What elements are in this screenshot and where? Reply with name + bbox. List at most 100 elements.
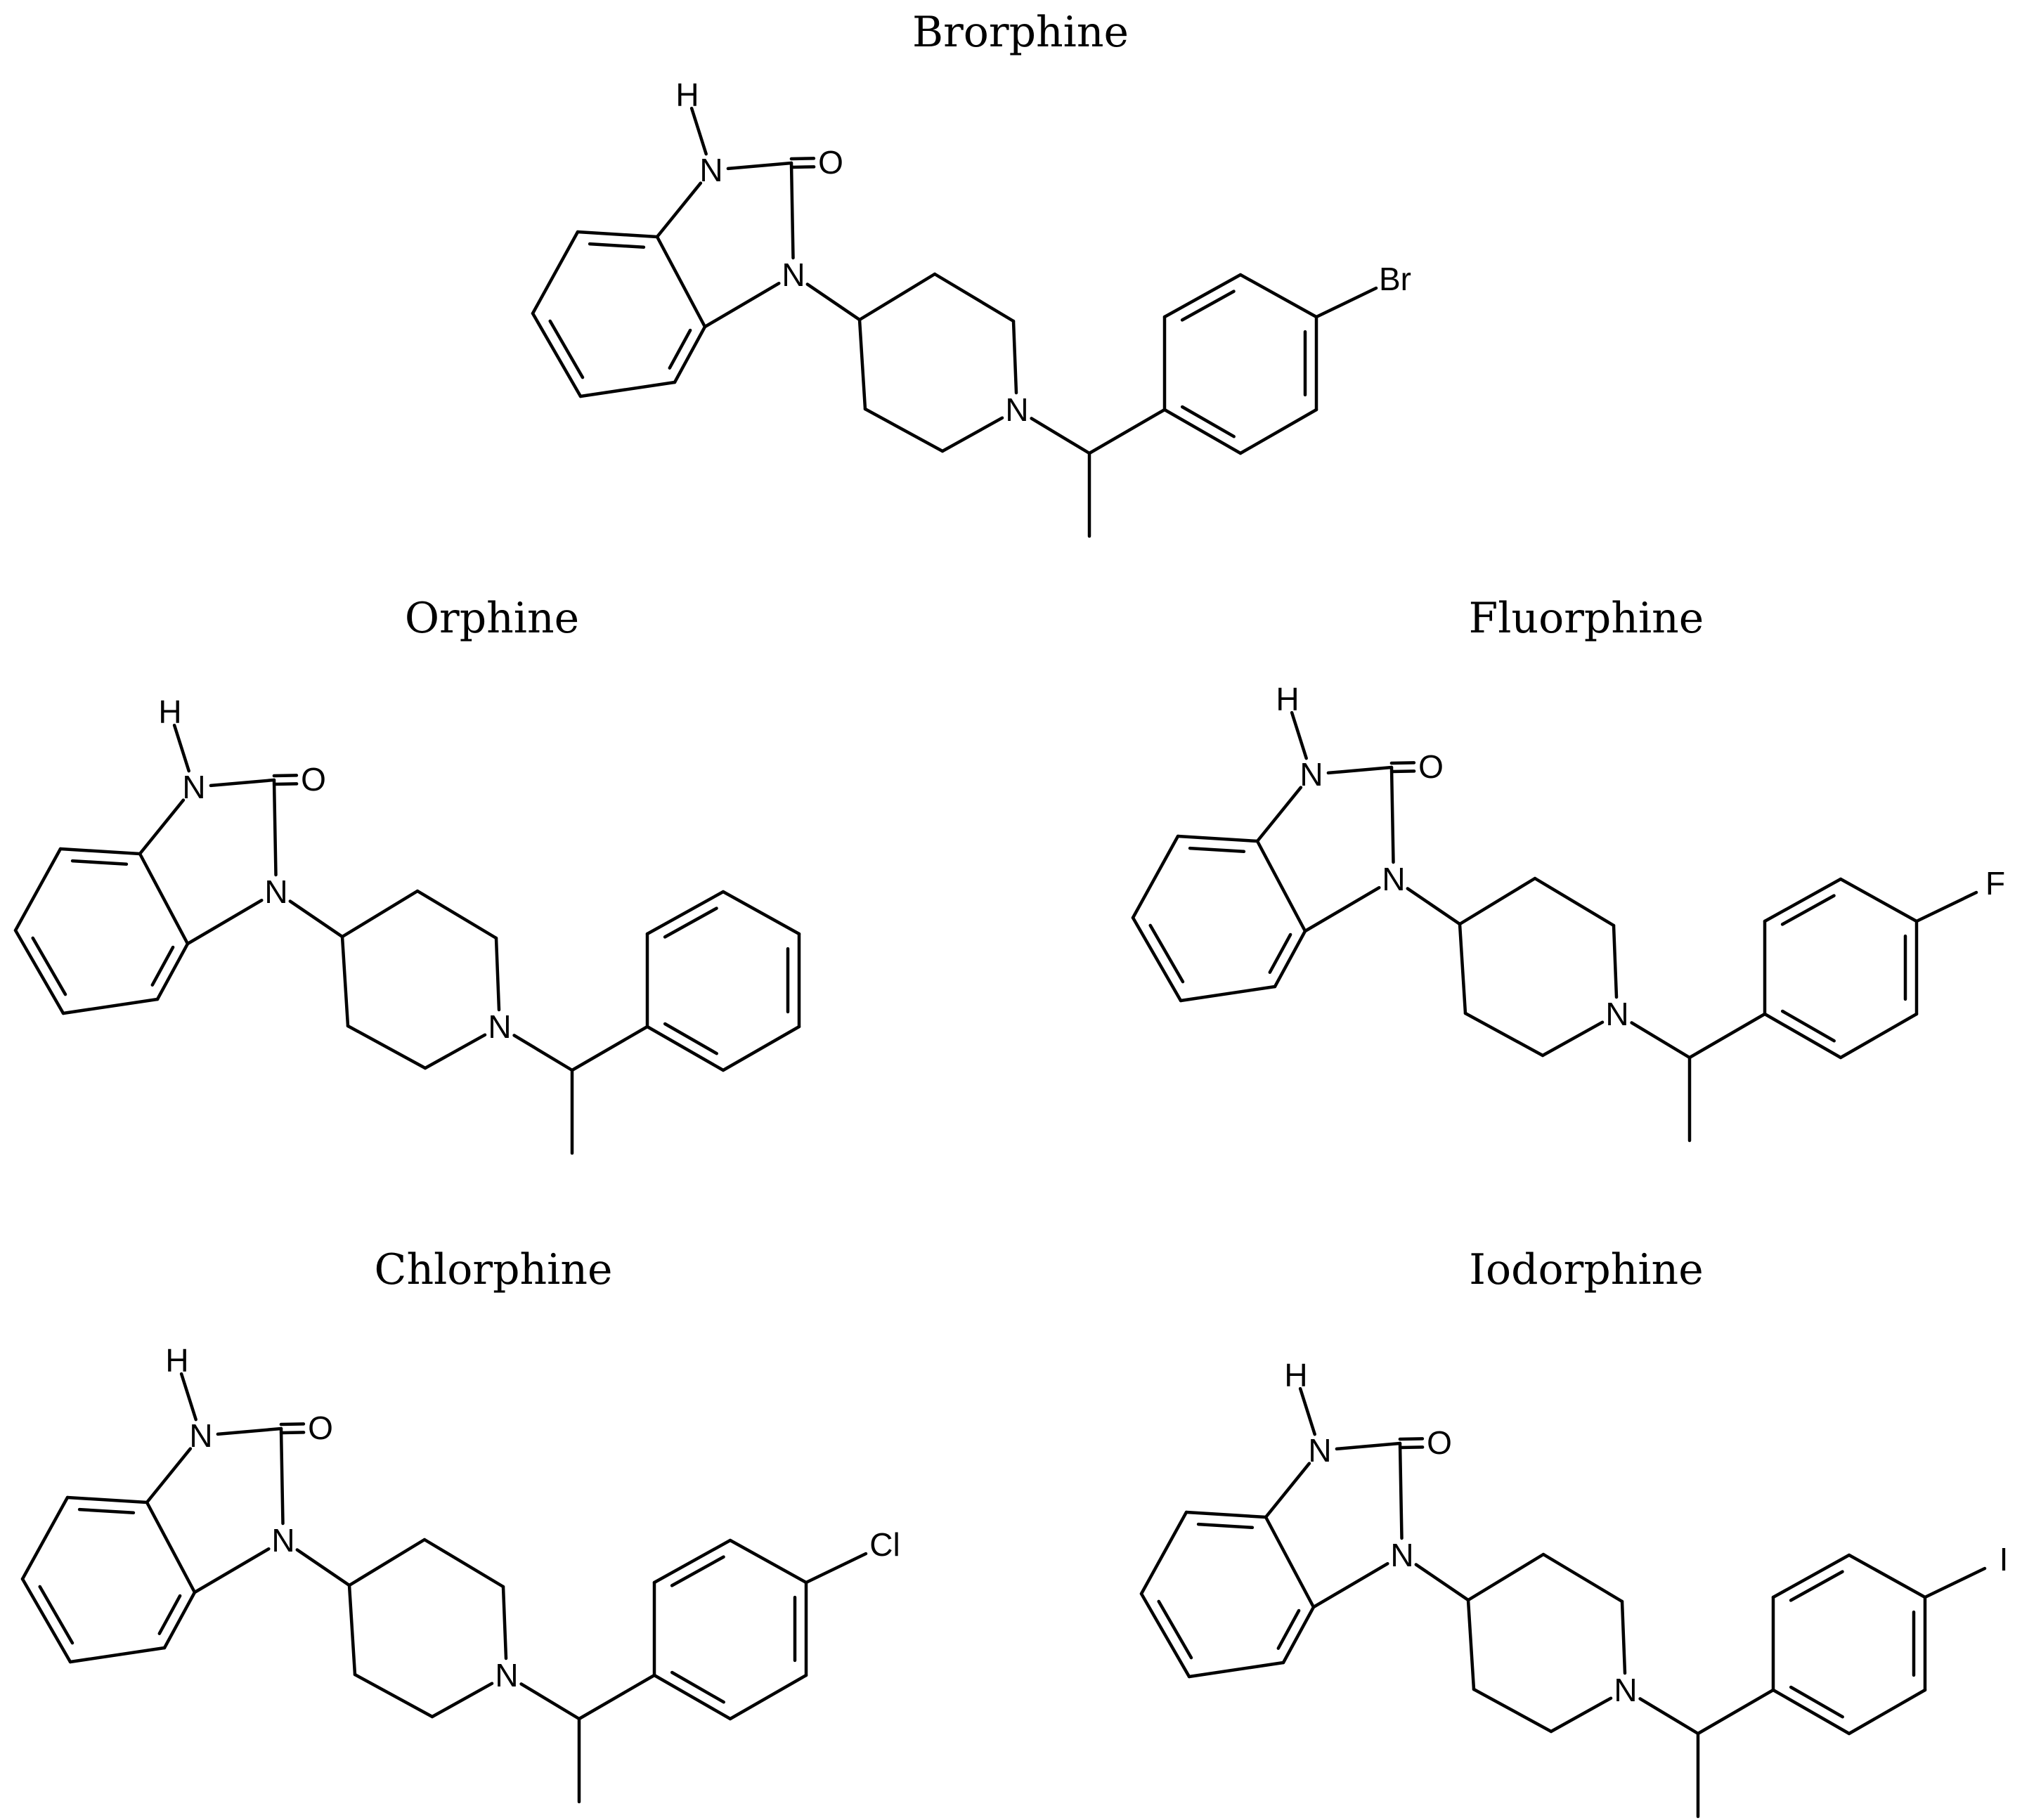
atom-label-n1: N: [1308, 1432, 1331, 1469]
bond-line: [726, 161, 793, 171]
bond-line: [216, 1426, 283, 1436]
bond-line: [933, 272, 1016, 323]
carbonyl-bond-line: [1389, 769, 1416, 774]
bond-line: [13, 847, 63, 932]
bond-line: [172, 723, 190, 773]
bond-line: [721, 890, 801, 936]
bond-line: [1763, 877, 1843, 923]
bond-line: [703, 281, 781, 329]
bond-line: [1398, 1441, 1404, 1540]
bond-line: [155, 942, 190, 1001]
bond-line: [578, 380, 677, 398]
bond-line: [1763, 1012, 1843, 1060]
bond-line: [1255, 786, 1303, 843]
bond-line: [1176, 834, 1259, 843]
aromatic-inner-bond: [1789, 1570, 1844, 1602]
bond-line: [1264, 1462, 1311, 1519]
bond-line: [193, 1547, 271, 1594]
bond-line: [1131, 916, 1183, 1003]
aromatic-inner-bond: [588, 242, 646, 249]
atom-label-n3: N: [264, 873, 287, 910]
aromatic-inner-bond: [1780, 894, 1836, 926]
bond-line: [1638, 1697, 1700, 1736]
bond-line: [1290, 710, 1308, 760]
atom-label-n3: N: [1390, 1537, 1413, 1573]
bond-line: [279, 1426, 285, 1526]
bond-line: [1238, 273, 1318, 319]
bond-line: [531, 311, 583, 398]
atom-label-h: H: [158, 694, 181, 730]
bond-line: [179, 1372, 197, 1422]
bond-line: [415, 889, 498, 940]
bond-line: [58, 847, 142, 856]
bond-line: [1687, 1012, 1767, 1060]
bond-line: [1847, 1688, 1927, 1736]
bond-line: [857, 272, 937, 322]
bond-line: [65, 1495, 149, 1504]
atom-label-sub: Cl: [869, 1526, 900, 1563]
aromatic-inner-bond: [1188, 846, 1246, 854]
bond-line: [652, 1673, 732, 1721]
bond-line: [1139, 1592, 1191, 1679]
bond-line: [1533, 876, 1616, 928]
bond-line: [1839, 1012, 1919, 1060]
bond-line: [652, 1538, 732, 1585]
molecule-title-fluorphine: Fluorphine: [1469, 594, 1704, 643]
atom-label-npip: N: [495, 1657, 518, 1694]
bond-line: [1131, 834, 1180, 920]
bond-line: [1087, 408, 1167, 455]
atom-label-o: O: [818, 144, 843, 181]
bond-line: [576, 230, 659, 239]
bond-line: [721, 1025, 801, 1072]
aromatic-inner-bond: [1268, 932, 1292, 974]
bond-line: [501, 1585, 508, 1660]
atom-label-sub: I: [2000, 1541, 2009, 1578]
aromatic-inner-bond: [157, 1594, 182, 1635]
atom-label-sub: F: [1985, 865, 2005, 902]
atom-label-n1: N: [1300, 756, 1323, 793]
atom-label-n3: N: [271, 1522, 294, 1559]
bond-line: [1549, 1696, 1613, 1734]
bond-line: [940, 416, 1004, 453]
bond-line: [863, 407, 945, 453]
aromatic-inner-bond: [1276, 1608, 1301, 1650]
bond-line: [1030, 417, 1091, 455]
aromatic-inner-bond: [31, 936, 67, 996]
atom-label-n1: N: [699, 152, 722, 188]
bond-line: [1335, 1441, 1402, 1451]
bond-line: [1238, 408, 1318, 455]
bond-line: [577, 1673, 656, 1721]
molecule-title-iodorphine: Iodorphine: [1469, 1245, 1703, 1294]
atom-label-o: O: [301, 761, 326, 798]
atom-label-npip: N: [1614, 1672, 1637, 1708]
atom-label-n3: N: [1382, 861, 1405, 897]
bond-line: [1771, 1688, 1851, 1736]
bond-line: [1179, 984, 1277, 1003]
bond-line: [1162, 408, 1243, 455]
aromatic-inner-bond: [1157, 1599, 1193, 1660]
bond-line: [512, 1034, 574, 1072]
bond-line: [353, 1672, 434, 1719]
bond-line: [145, 1447, 193, 1504]
bond-line: [1771, 1553, 1851, 1599]
bond-line: [1472, 1687, 1553, 1734]
bond-line: [1839, 877, 1919, 923]
bond-line: [1273, 929, 1307, 989]
bond-line: [1541, 1020, 1605, 1058]
bond-line: [805, 282, 862, 322]
carbonyl-bond-line: [272, 774, 299, 778]
bond-line: [1458, 876, 1537, 926]
carbonyl-bond-line: [279, 1431, 306, 1435]
aromatic-inner-bond: [663, 906, 718, 939]
aromatic-inner-bond: [150, 945, 175, 987]
atom-label-sub: Br: [1379, 261, 1411, 297]
atom-label-h: H: [675, 77, 699, 113]
bond-line: [145, 1500, 197, 1594]
